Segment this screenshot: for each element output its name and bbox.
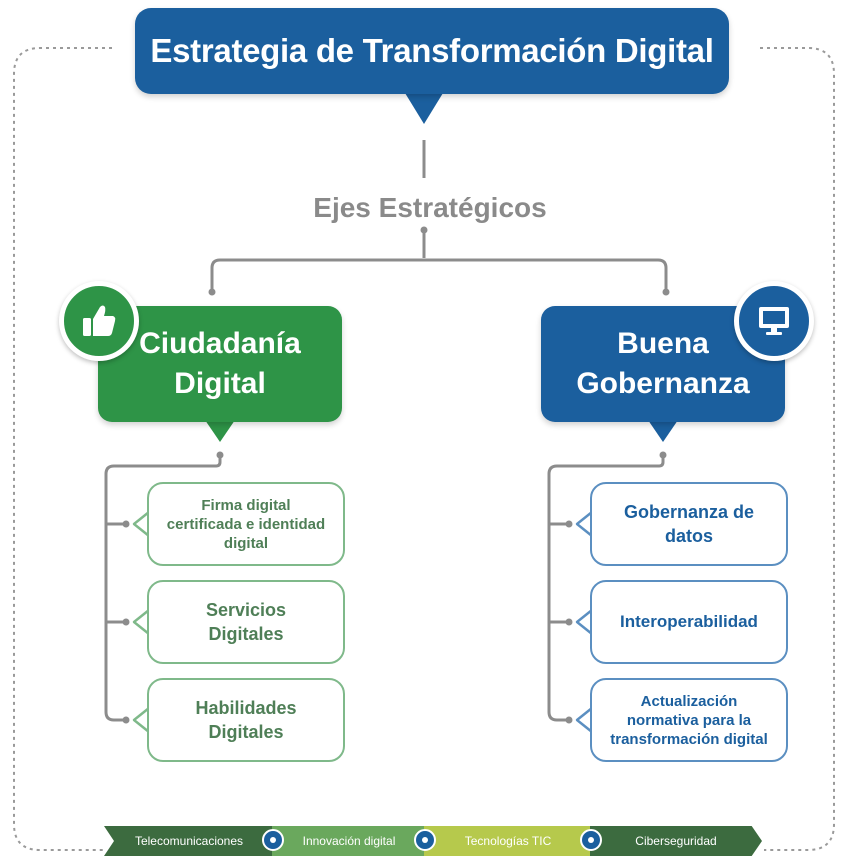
item-actualizacion-normativa: Actualización normativa para la transfor…	[590, 678, 788, 762]
footer-segment-label: Innovación digital	[302, 834, 396, 848]
item-habilidades-digitales: Habilidades Digitales	[147, 678, 345, 762]
item-firma-digital: Firma digital certificada e identidad di…	[147, 482, 345, 566]
item-text-line: digital	[223, 534, 269, 552]
footer-segment-innovacion: Innovación digital	[272, 826, 426, 856]
item-text-line: normativa para la	[626, 711, 752, 729]
axis-right-line1: Buena	[617, 327, 709, 360]
monitor-icon	[734, 281, 814, 361]
axis-left-line1: Ciudadanía	[139, 327, 301, 360]
footer-segment-label: Ciberseguridad	[635, 834, 717, 848]
item-text-line: transformación digital	[610, 730, 768, 748]
item-text-line: Digitales	[208, 722, 284, 742]
item-text-line: Digitales	[208, 624, 284, 644]
strategic-axes-heading-text: Ejes Estratégicos	[313, 192, 547, 223]
footer-segment-label: Telecomunicaciones	[134, 834, 244, 848]
item-text-line: datos	[664, 526, 713, 546]
footer-segment-telecomunicaciones: Telecomunicaciones	[104, 826, 274, 856]
strategy-title: Estrategia de Transformación Digital	[135, 8, 729, 94]
item-text-line: Interoperabilidad	[620, 612, 758, 631]
item-text-line: Gobernanza de	[623, 502, 755, 522]
axis-left-line2: Digital	[174, 367, 266, 400]
item-text-line: Actualización	[640, 692, 738, 710]
item-text-line: Firma digital	[201, 496, 291, 514]
footer-segment-label: Tecnologías TIC	[464, 834, 552, 848]
item-text-line: Servicios	[205, 600, 287, 620]
thumbs-up-icon	[59, 281, 139, 361]
item-gobernanza-datos: Gobernanza de datos	[590, 482, 788, 566]
footer-segment-ciberseguridad: Ciberseguridad	[590, 826, 762, 856]
strategy-title-text: Estrategia de Transformación Digital	[150, 32, 714, 69]
footer-segment-tecnologias: Tecnologías TIC	[424, 826, 592, 856]
chevron-circle-icon	[580, 829, 602, 851]
item-text-line: certificada e identidad	[166, 515, 326, 533]
chevron-circle-icon	[414, 829, 436, 851]
item-servicios-digitales: Servicios Digitales	[147, 580, 345, 664]
item-interoperabilidad: Interoperabilidad	[590, 580, 788, 664]
chevron-circle-icon	[262, 829, 284, 851]
strategic-axes-heading: Ejes Estratégicos	[270, 186, 590, 230]
axis-right-line2: Gobernanza	[576, 367, 750, 400]
item-text-line: Habilidades	[195, 698, 297, 718]
